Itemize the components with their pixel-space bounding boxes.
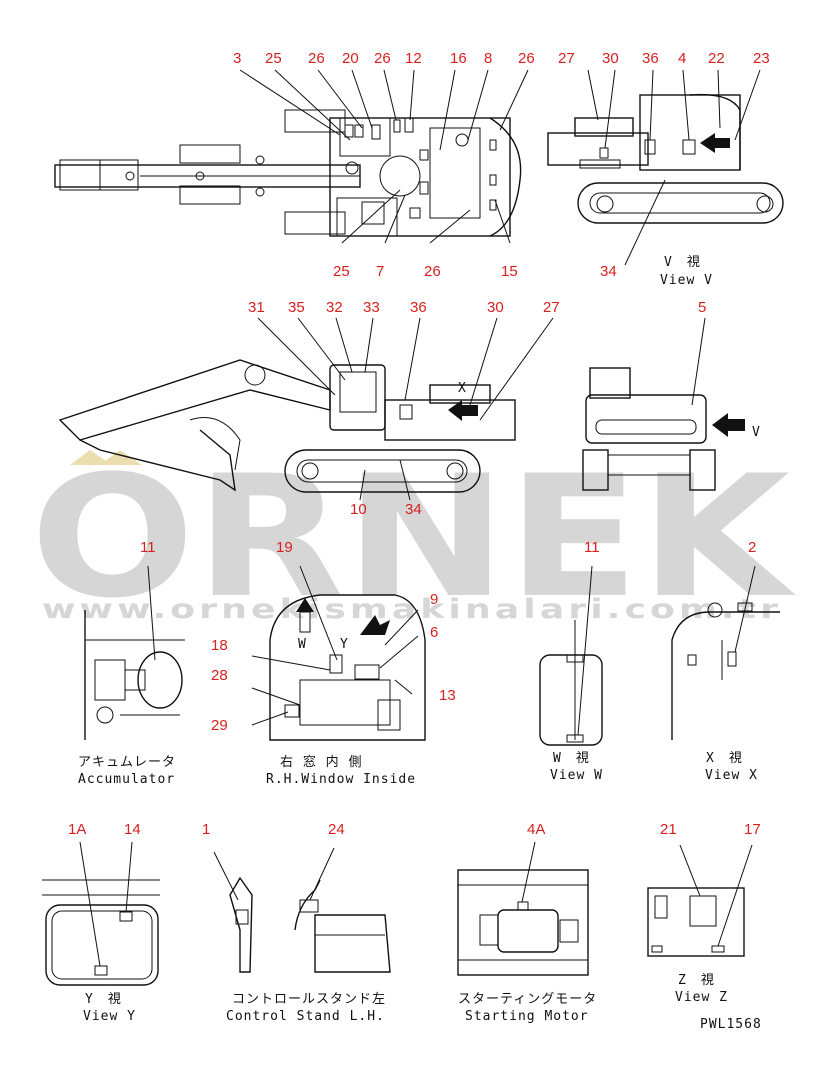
control-stand-drawing: コントロールスタンド左 Control Stand L.H. [213, 847, 391, 1024]
callout-label: 30 [487, 299, 504, 316]
view-v-caption-jp: V 視 [664, 255, 701, 270]
callout-label: 26 [424, 263, 441, 280]
arrow-icon [448, 400, 478, 421]
view-w-drawing: W 視 View W [539, 565, 603, 783]
arrow-icon [700, 133, 730, 153]
arrow-icon [712, 413, 745, 437]
arrow-icon [296, 598, 314, 612]
rh-window-caption-en: R.H.Window Inside [266, 772, 416, 787]
control-stand-caption-jp: コントロールスタンド左 [232, 992, 386, 1007]
accumulator-drawing: アキュムレータ Accumulator [78, 565, 185, 787]
callout-label: 21 [660, 821, 677, 838]
callout-label: 34 [600, 263, 617, 280]
callout-label: 10 [350, 501, 367, 518]
view-w-caption-en: View W [550, 768, 603, 783]
callout-label: 19 [276, 539, 293, 556]
rh-window-caption-jp: 右 窓 内 側 [280, 754, 362, 770]
callout-label: 4A [527, 821, 545, 838]
callout-label: 27 [543, 299, 560, 316]
watermark-url: www.ornekismakinalari.com.tr [42, 594, 782, 625]
view-x-drawing: X 視 View X [671, 565, 780, 783]
drawing-number: PWL1568 [700, 1017, 762, 1032]
callout-label: 16 [450, 50, 467, 67]
side-view-drawing: X [58, 317, 554, 501]
view-y-drawing: Y 視 View Y [42, 841, 160, 1024]
rh-window-w-label: W [298, 637, 307, 652]
starting-motor-caption-en: Starting Motor [465, 1009, 589, 1024]
callouts: 3 25 26 20 26 12 16 8 26 25 7 26 15 27 3… [68, 50, 770, 838]
callout-label: 12 [405, 50, 422, 67]
callout-label: 6 [430, 624, 438, 641]
callout-label: 17 [744, 821, 761, 838]
watermark-brand: ORNEK [30, 439, 797, 635]
callout-label: 3 [233, 50, 241, 67]
callout-label: 30 [602, 50, 619, 67]
callout-label: 26 [518, 50, 535, 67]
callout-label: 31 [248, 299, 265, 316]
rh-window-drawing: W Y 右 窓 内 側 R.H.Window Inside [251, 565, 426, 787]
callout-label: 26 [374, 50, 391, 67]
callout-label: 9 [430, 591, 438, 608]
watermark-logo-mark [70, 450, 112, 465]
view-y-caption-jp: Y 視 [85, 992, 122, 1007]
view-z-caption-jp: Z 視 [678, 973, 715, 988]
callout-label: 13 [439, 687, 456, 704]
callout-label: 1 [202, 821, 210, 838]
callout-label: 4 [678, 50, 686, 67]
callout-label: 15 [501, 263, 518, 280]
callout-label: 20 [342, 50, 359, 67]
rear-view-arrow-label: V [752, 425, 761, 440]
callout-label: 28 [211, 667, 228, 684]
callout-label: 36 [642, 50, 659, 67]
starting-motor-caption-jp: スターティングモータ [458, 992, 597, 1007]
callout-label: 33 [363, 299, 380, 316]
rh-window-y-label: Y [340, 637, 349, 652]
side-view-x-label: X [458, 381, 467, 396]
view-x-caption-en: View X [705, 768, 758, 783]
callout-label: 36 [410, 299, 427, 316]
watermark-logo-mark [100, 450, 142, 465]
view-z-caption-en: View Z [675, 990, 728, 1005]
callout-label: 27 [558, 50, 575, 67]
callout-label: 22 [708, 50, 725, 67]
callout-label: 8 [484, 50, 492, 67]
view-x-caption-jp: X 視 [706, 751, 743, 766]
callout-label: 2 [748, 539, 756, 556]
callout-label: 26 [308, 50, 325, 67]
callout-label: 23 [753, 50, 770, 67]
control-stand-caption-en: Control Stand L.H. [226, 1009, 385, 1024]
view-z-drawing: Z 視 View Z [647, 844, 753, 1005]
callout-label: 25 [265, 50, 282, 67]
callout-label: 29 [211, 717, 228, 734]
view-v-drawing: V 視 View V [547, 69, 784, 288]
view-v-caption-en: View V [660, 273, 713, 288]
starting-motor-drawing: スターティングモータ Starting Motor [457, 841, 597, 1024]
accumulator-caption-en: Accumulator [78, 772, 175, 787]
callout-label: 25 [333, 263, 350, 280]
accumulator-caption-jp: アキュムレータ [78, 755, 176, 770]
callout-label: 14 [124, 821, 141, 838]
callout-label: 32 [326, 299, 343, 316]
callout-label: 11 [140, 539, 156, 556]
callout-label: 24 [328, 821, 345, 838]
view-w-caption-jp: W 視 [553, 751, 590, 766]
arrow-icon [360, 615, 390, 635]
callout-label: 35 [288, 299, 305, 316]
callout-label: 34 [405, 501, 422, 518]
callout-label: 11 [584, 539, 600, 556]
view-y-caption-en: View Y [83, 1009, 136, 1024]
callout-label: 5 [698, 299, 706, 316]
rear-view-drawing: V [582, 317, 761, 491]
callout-label: 1A [68, 821, 86, 838]
callout-label: 18 [211, 637, 228, 654]
top-view-drawing [54, 69, 529, 244]
watermark: ORNEK www.ornekismakinalari.com.tr [30, 439, 797, 635]
callout-label: 7 [376, 263, 384, 280]
